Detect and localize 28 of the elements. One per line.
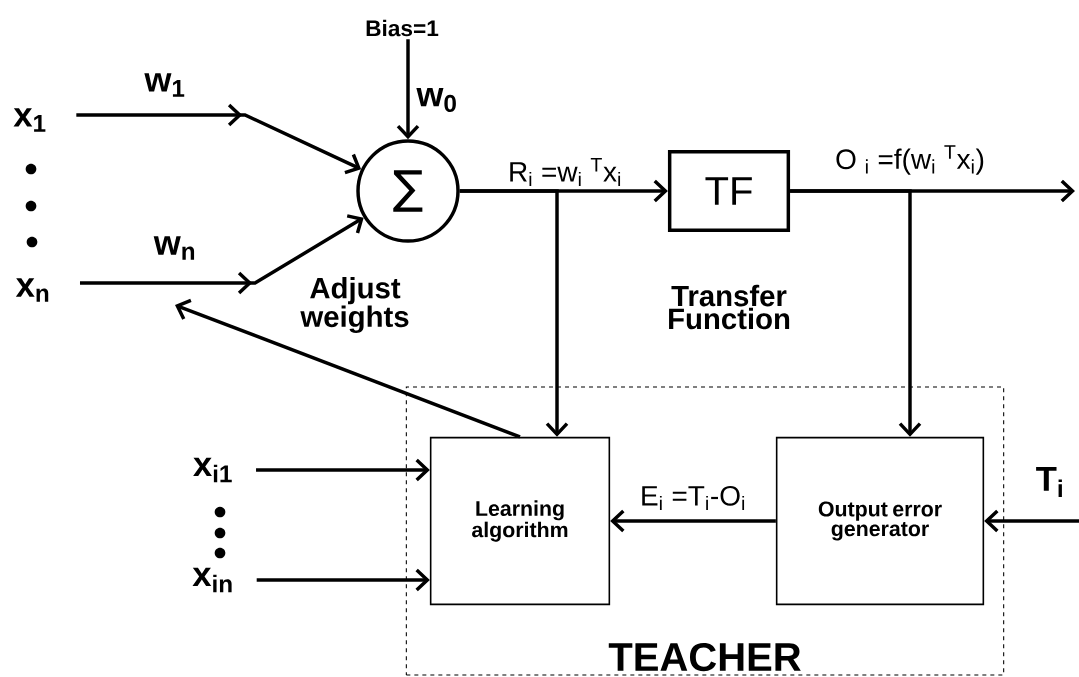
edge-label: O $_{i}$ =f(w$_{i}$ $^{T}$x$_{i}$) xyxy=(836,145,984,175)
transfer-function-box: TF xyxy=(667,149,791,233)
arrow xyxy=(610,509,776,533)
arrow xyxy=(459,189,569,437)
edge-label: w$_{1}$ xyxy=(144,73,185,97)
edge-label: w$_{0}$ xyxy=(416,87,456,112)
arrow xyxy=(80,214,364,295)
process-box: Learning algorithm xyxy=(429,436,611,606)
edge-label: R$_{i}$ =w$_{i}$ $^{T}$x$_{i}$ xyxy=(510,157,621,187)
arrow xyxy=(175,298,521,439)
arrow xyxy=(396,39,420,140)
arrow xyxy=(256,458,430,482)
input-label: x$_{n}$ xyxy=(15,278,49,302)
caption-label: Transfer Function xyxy=(669,284,790,330)
edge-label: w$_{n}$ xyxy=(153,236,195,260)
arrow xyxy=(790,189,922,437)
arrow xyxy=(76,103,362,175)
arrow xyxy=(256,568,430,592)
edge-label: Adjust weights xyxy=(300,276,409,334)
bias-label: Bias=1 xyxy=(366,19,439,37)
input-label: x$_{i1}$ xyxy=(193,457,232,483)
process-box: Output error generator xyxy=(775,436,985,606)
edge-label: T$_{i}$ xyxy=(1036,467,1062,497)
box-title: TEACHER xyxy=(608,642,801,672)
edge-label: E$_{i}$ =T$_{i}$-O$_{i}$ xyxy=(642,485,745,511)
input-label: x$_{in}$ xyxy=(192,567,232,593)
arrow xyxy=(984,509,1079,533)
input-label: x$_{1}$ xyxy=(13,108,46,132)
